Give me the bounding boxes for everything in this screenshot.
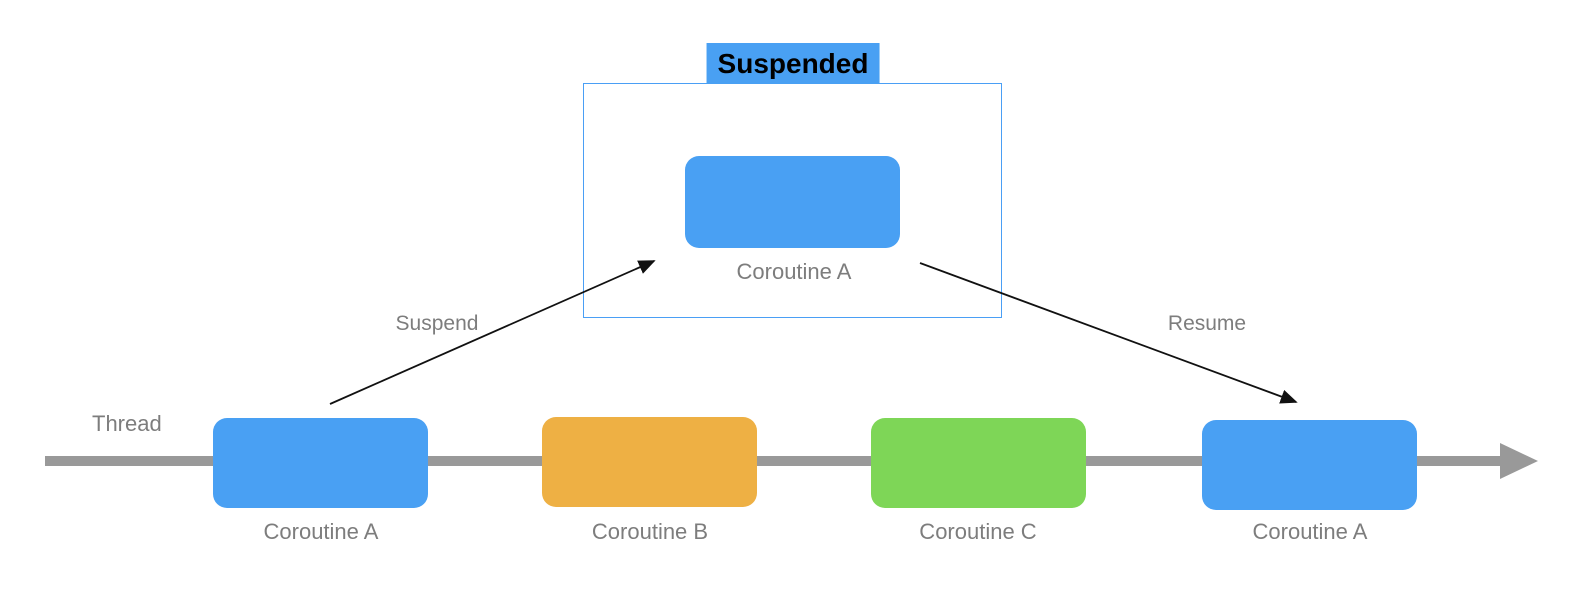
suspended-coroutine-label: Coroutine A: [736, 259, 852, 284]
suspended-title: Suspended: [706, 43, 880, 84]
thread-label: Thread: [92, 411, 162, 436]
suspended-coroutine-box: [685, 156, 900, 248]
coroutine-box-b-label: Coroutine B: [591, 519, 709, 544]
suspend-arrow-label: Suspend: [395, 312, 479, 335]
coroutine-box-a2: [1202, 420, 1417, 510]
coroutine-box-b: [542, 417, 757, 507]
resume-arrow-label: Resume: [1167, 312, 1247, 335]
coroutine-box-c-label: Coroutine C: [919, 519, 1037, 544]
thread-line: [45, 456, 1502, 466]
coroutine-box-a1-label: Coroutine A: [263, 519, 379, 544]
coroutine-box-c: [871, 418, 1086, 508]
thread-arrowhead-icon: [1500, 443, 1538, 479]
coroutine-box-a2-label: Coroutine A: [1252, 519, 1368, 544]
coroutine-box-a1: [213, 418, 428, 508]
